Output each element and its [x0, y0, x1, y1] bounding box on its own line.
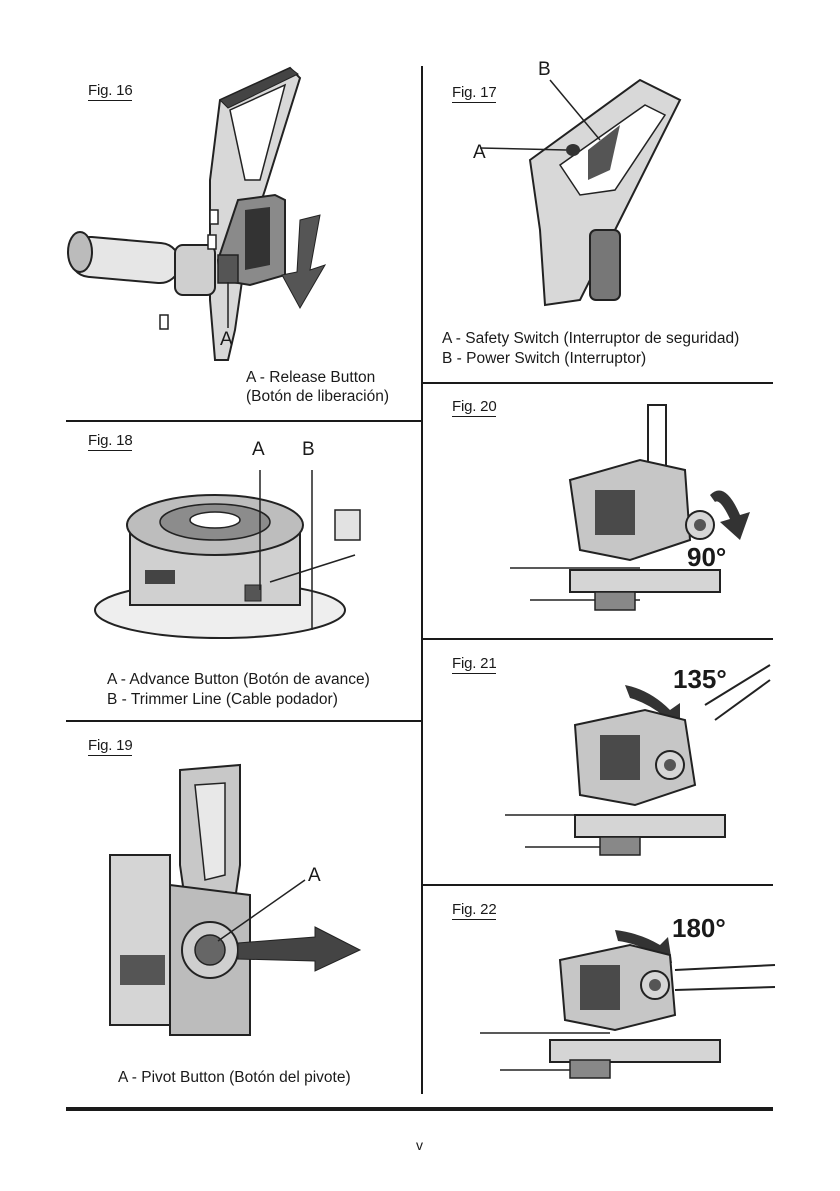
column-divider — [421, 66, 423, 1094]
page-number: v — [416, 1137, 423, 1153]
fig18-spool-illustration — [94, 470, 361, 639]
fig19-caption-line1: A - Pivot Button (Botón del pivote) — [118, 1069, 351, 1086]
divider-fig18-fig19 — [66, 720, 422, 722]
fig17-caption-line1: A - Safety Switch (Interruptor de seguri… — [442, 330, 740, 347]
fig17-label: Fig. 17 — [452, 84, 497, 103]
page-bottom-rule — [66, 1107, 773, 1111]
fig16-callout-a: A — [220, 329, 233, 350]
divider-fig21-fig22 — [422, 884, 773, 886]
fig22-angle-label: 180° — [672, 913, 726, 943]
fig18-callout-a: A — [252, 439, 265, 460]
fig16-caption-line1: A - Release Button — [246, 369, 376, 386]
fig19-pivot-illustration — [109, 763, 362, 1036]
fig18-caption-line2: B - Trimmer Line (Cable podador) — [107, 691, 338, 708]
fig17-handle-switch-illustration — [479, 78, 682, 307]
fig21-label: Fig. 21 — [452, 655, 497, 674]
fig16-trimmer-handle-illustration — [67, 66, 327, 361]
divider-fig20-fig21 — [422, 638, 773, 640]
fig19-callout-a: A — [308, 865, 321, 886]
fig20-head-angle-90-illustration — [510, 404, 750, 611]
fig19-label: Fig. 19 — [88, 737, 133, 756]
fig17-callout-b: B — [538, 59, 551, 80]
fig18-caption-line1: A - Advance Button (Botón de avance) — [107, 671, 370, 688]
divider-fig16-fig18 — [66, 420, 422, 422]
fig22-label: Fig. 22 — [452, 901, 497, 920]
fig16-label: Fig. 16 — [88, 82, 133, 101]
divider-fig17-fig20 — [422, 382, 773, 384]
fig20-label: Fig. 20 — [452, 398, 497, 417]
fig17-caption-line2: B - Power Switch (Interruptor) — [442, 350, 647, 367]
fig18-label: Fig. 18 — [88, 432, 133, 451]
fig16-caption-line2: (Botón de liberación) — [246, 388, 390, 405]
fig20-angle-label: 90° — [687, 542, 727, 572]
fig18-callout-b: B — [302, 439, 315, 460]
fig21-head-angle-135-illustration — [505, 664, 771, 856]
fig21-angle-label: 135° — [673, 664, 727, 694]
fig22-head-angle-180-illustration — [480, 930, 776, 1079]
